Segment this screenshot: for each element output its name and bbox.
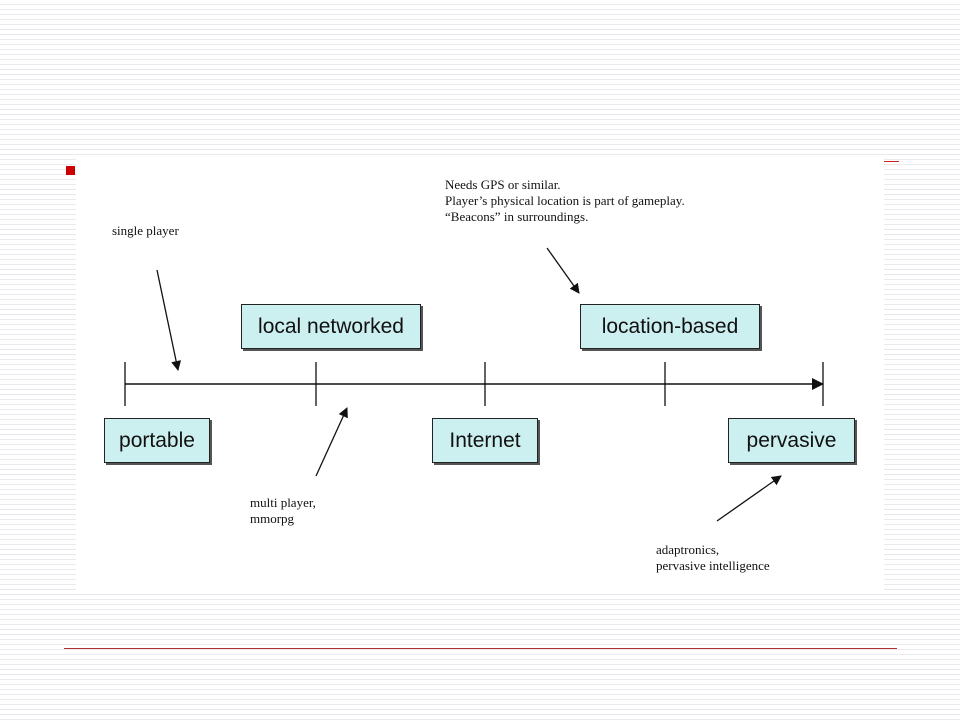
- arrow-gps: [546, 247, 580, 294]
- box-internet: Internet: [432, 418, 538, 463]
- note-gps: Needs GPS or similar. Player’s physical …: [445, 177, 685, 225]
- bottom-rule: [64, 648, 897, 649]
- timeline-svg: [124, 247, 824, 522]
- note-multi-player-line-2: mmorpg: [250, 511, 295, 526]
- note-multi-player: multi player, mmorpg: [250, 495, 316, 527]
- note-multi-player-line-1: multi player,: [250, 495, 316, 510]
- box-portable: portable: [104, 418, 210, 463]
- box-location-based: location-based: [580, 304, 760, 349]
- arrow-adaptronics: [716, 475, 782, 522]
- arrow-single-player: [156, 269, 182, 371]
- slide-bullet: [66, 166, 75, 175]
- note-single-player: single player: [112, 223, 179, 238]
- note-gps-line-2: Player’s physical location is part of ga…: [445, 193, 685, 208]
- timeline-arrowhead: [812, 378, 824, 390]
- box-local-networked: local networked: [241, 304, 421, 349]
- note-gps-line-1: Needs GPS or similar.: [445, 177, 561, 192]
- top-rule: [881, 161, 899, 162]
- note-adaptronics-line-2: pervasive intelligence: [656, 558, 770, 573]
- box-pervasive: pervasive: [728, 418, 855, 463]
- note-adaptronics: adaptronics, pervasive intelligence: [656, 542, 770, 574]
- diagram-panel: local networked location-based portable …: [76, 156, 884, 590]
- note-adaptronics-line-1: adaptronics,: [656, 542, 720, 557]
- note-gps-line-3: “Beacons” in surroundings.: [445, 209, 589, 224]
- arrow-multi-player: [315, 407, 348, 477]
